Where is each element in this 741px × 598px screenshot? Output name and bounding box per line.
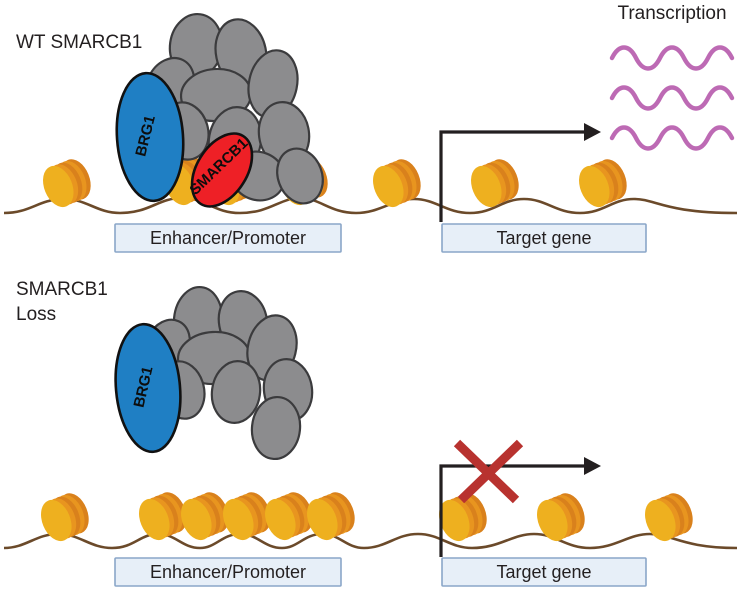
nucleosome-top-5 bbox=[367, 154, 427, 212]
transcription-start-arrow-top bbox=[439, 123, 601, 222]
complex-subunit-gray bbox=[210, 360, 262, 424]
nucleosome-bottom-8 bbox=[531, 488, 591, 546]
brg1-subunit-bottom: BRG1 bbox=[114, 322, 182, 454]
brg1-ellipse bbox=[115, 71, 185, 203]
complex-subunit-gray bbox=[250, 395, 302, 461]
arrowhead-icon bbox=[584, 457, 601, 475]
panel-label-loss-line1: SMARCB1 bbox=[16, 279, 108, 300]
enhancer-promoter-box-bottom: Enhancer/Promoter bbox=[114, 557, 342, 587]
rna-transcript-wave bbox=[612, 48, 732, 69]
transcription-label: Transcription bbox=[617, 3, 726, 24]
enhancer-promoter-label-top: Enhancer/Promoter bbox=[150, 228, 306, 248]
transcription-start-arrow-bottom bbox=[439, 457, 601, 557]
enhancer-promoter-box-top: Enhancer/Promoter bbox=[114, 223, 342, 253]
arrowhead-icon bbox=[584, 123, 601, 141]
target-gene-label-bottom: Target gene bbox=[496, 562, 591, 582]
panel-smarcb1-loss: SMARCB1 Loss bbox=[3, 279, 738, 587]
target-gene-box-bottom: Target gene bbox=[441, 557, 647, 587]
nucleosome-top-6 bbox=[465, 154, 525, 212]
dna-strand-bottom bbox=[3, 532, 738, 550]
rna-transcript-wave bbox=[612, 88, 732, 109]
nucleosome-top-7 bbox=[573, 154, 633, 212]
complex-subunit-gray bbox=[276, 147, 324, 205]
dna-strand-top bbox=[3, 196, 738, 215]
transcription-blocked-x-icon bbox=[453, 439, 524, 504]
enhancer-promoter-label-bottom: Enhancer/Promoter bbox=[150, 562, 306, 582]
panel-label-loss-line2: Loss bbox=[16, 304, 56, 325]
panel-label-wt: WT SMARCB1 bbox=[16, 32, 142, 53]
smarcb1-ellipse bbox=[190, 132, 254, 208]
brg1-subunit-top: BRG1 bbox=[115, 71, 185, 203]
rna-transcript-wave bbox=[612, 128, 732, 149]
panel-wt-smarcb1: WT SMARCB1 bbox=[3, 3, 738, 253]
transcription-output-top: Transcription bbox=[612, 3, 732, 149]
brg1-ellipse bbox=[114, 322, 182, 454]
target-gene-box-top: Target gene bbox=[441, 223, 647, 253]
nucleosome-bottom-9 bbox=[639, 488, 699, 546]
target-gene-label-top: Target gene bbox=[496, 228, 591, 248]
